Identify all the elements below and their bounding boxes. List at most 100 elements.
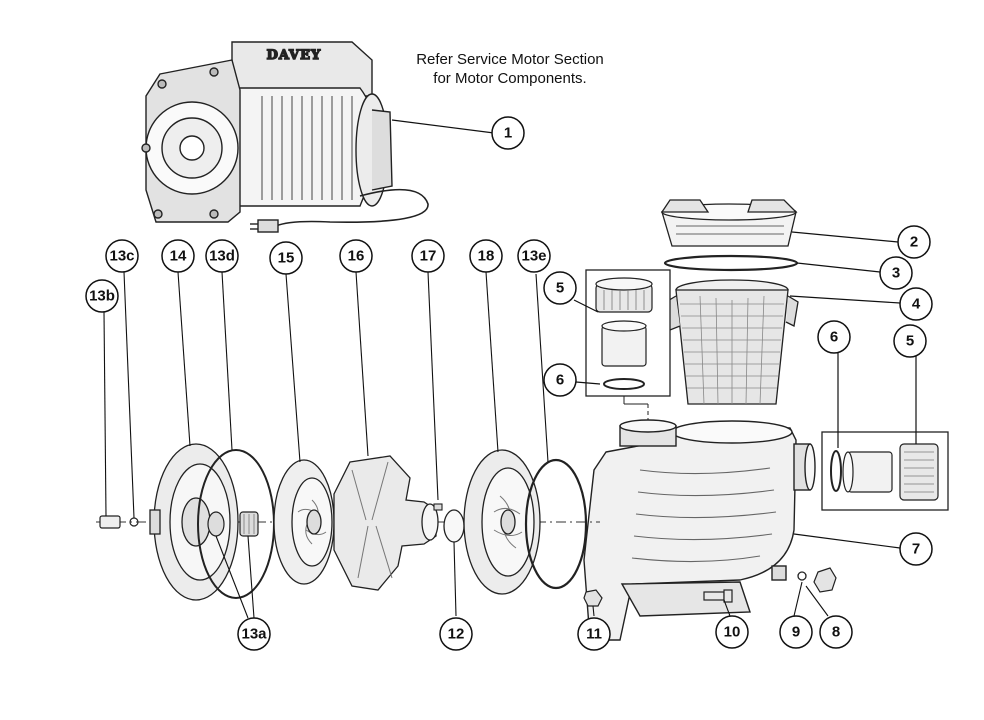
svg-text:13d: 13d [209,248,235,265]
leader-line-15 [285,273,301,463]
leader-line-1 [391,119,495,134]
union-o-ring-left [603,378,645,390]
callout-13e: 13e [517,239,551,273]
leader-line-17 [427,271,439,501]
leader-line-16 [355,271,369,457]
svg-text:12: 12 [448,626,465,643]
callout-6-left: 6 [543,363,577,397]
svg-text:11: 11 [586,626,602,643]
impeller-housing-plate [463,449,541,595]
svg-text:16: 16 [348,248,365,265]
housing-o-ring [524,458,588,590]
leader-line-10 [723,599,731,617]
callout-11: 11 [577,617,611,651]
svg-text:5: 5 [556,280,564,297]
drain-plug [813,567,837,593]
diffuser [333,455,439,591]
callout-10: 10 [715,615,749,649]
svg-text:15: 15 [278,250,295,267]
leader-line-13c [123,271,135,519]
callout-2: 2 [897,225,931,259]
svg-text:6: 6 [830,329,838,346]
seal-plate [149,443,239,601]
leader-line-13a-a [215,535,249,619]
union-o-ring-right [830,450,842,492]
svg-text:13e: 13e [521,248,546,265]
impeller [273,459,335,585]
diffuser-o-ring [443,509,465,543]
svg-text:13c: 13c [109,248,134,265]
callout-13a: 13a [237,617,271,651]
callout-1: 1 [491,116,525,150]
leader-line-13d [221,271,233,451]
callout-13d: 13d [205,239,239,273]
svg-text:17: 17 [420,248,437,265]
union-nut-right [899,443,939,501]
callout-17: 17 [411,239,445,273]
svg-text:3: 3 [892,265,900,282]
svg-text:4: 4 [912,296,921,313]
callout-13b: 13b [85,279,119,313]
svg-text:7: 7 [912,541,920,558]
motor-assembly: DAVEY [141,41,429,233]
leader-line-13a-b [247,535,255,619]
union-nut-left [595,277,653,313]
leader-line-5a [573,299,599,313]
callout-6-right: 6 [817,320,851,354]
svg-text:9: 9 [792,624,800,641]
leader-line-13e [535,273,549,463]
leader-line-12 [453,541,457,617]
svg-text:6: 6 [556,372,564,389]
callout-15: 15 [269,241,303,275]
pump-housing [583,419,816,641]
svg-text:13a: 13a [241,626,267,643]
leader-line-6a [575,381,601,385]
svg-text:10: 10 [724,624,741,641]
davey-logo: DAVEY [267,48,322,63]
callout-8: 8 [819,615,853,649]
leader-line-2 [791,231,899,243]
callout-13c: 13c [105,239,139,273]
callout-12: 12 [439,617,473,651]
svg-text:1: 1 [504,125,512,142]
mounting-nut [583,589,603,607]
callout-5-left: 5 [543,271,577,305]
svg-text:18: 18 [478,248,495,265]
union-tail-right [842,451,893,493]
leader-line-18 [485,271,499,453]
service-note: Refer Service Motor Section for Motor Co… [392,50,628,88]
svg-text:5: 5 [906,333,914,350]
service-note-line-1: Refer Service Motor Section [416,51,604,68]
svg-text:14: 14 [170,248,187,265]
leader-line-13b [103,311,107,517]
leader-line-7 [793,533,901,549]
pump-lid [660,199,798,247]
union-tail-left [601,320,647,367]
leader-line-11 [592,605,595,617]
callout-14: 14 [161,239,195,273]
callout-3: 3 [879,256,913,290]
lid-o-ring [663,254,799,272]
leader-line-14 [177,271,191,447]
mounting-bolt [703,589,733,603]
mechanical-seal [207,511,259,537]
strainer-basket [665,279,799,405]
leader-line-3 [796,262,881,273]
svg-text:13b: 13b [89,288,115,305]
svg-text:8: 8 [832,624,840,641]
leader-line-8 [805,585,829,617]
callout-9: 9 [779,615,813,649]
svg-text:2: 2 [910,234,918,251]
shaft-sleeve [99,515,121,529]
callout-7: 7 [899,532,933,566]
leader-line-4 [789,295,901,304]
callout-4: 4 [899,287,933,321]
callout-5-right: 5 [893,324,927,358]
leader-line-9 [793,581,803,617]
diffuser-screw [433,503,443,511]
callout-16: 16 [339,239,373,273]
drain-washer [797,571,807,581]
service-note-line-2: for Motor Components. [433,70,587,87]
callout-18: 18 [469,239,503,273]
